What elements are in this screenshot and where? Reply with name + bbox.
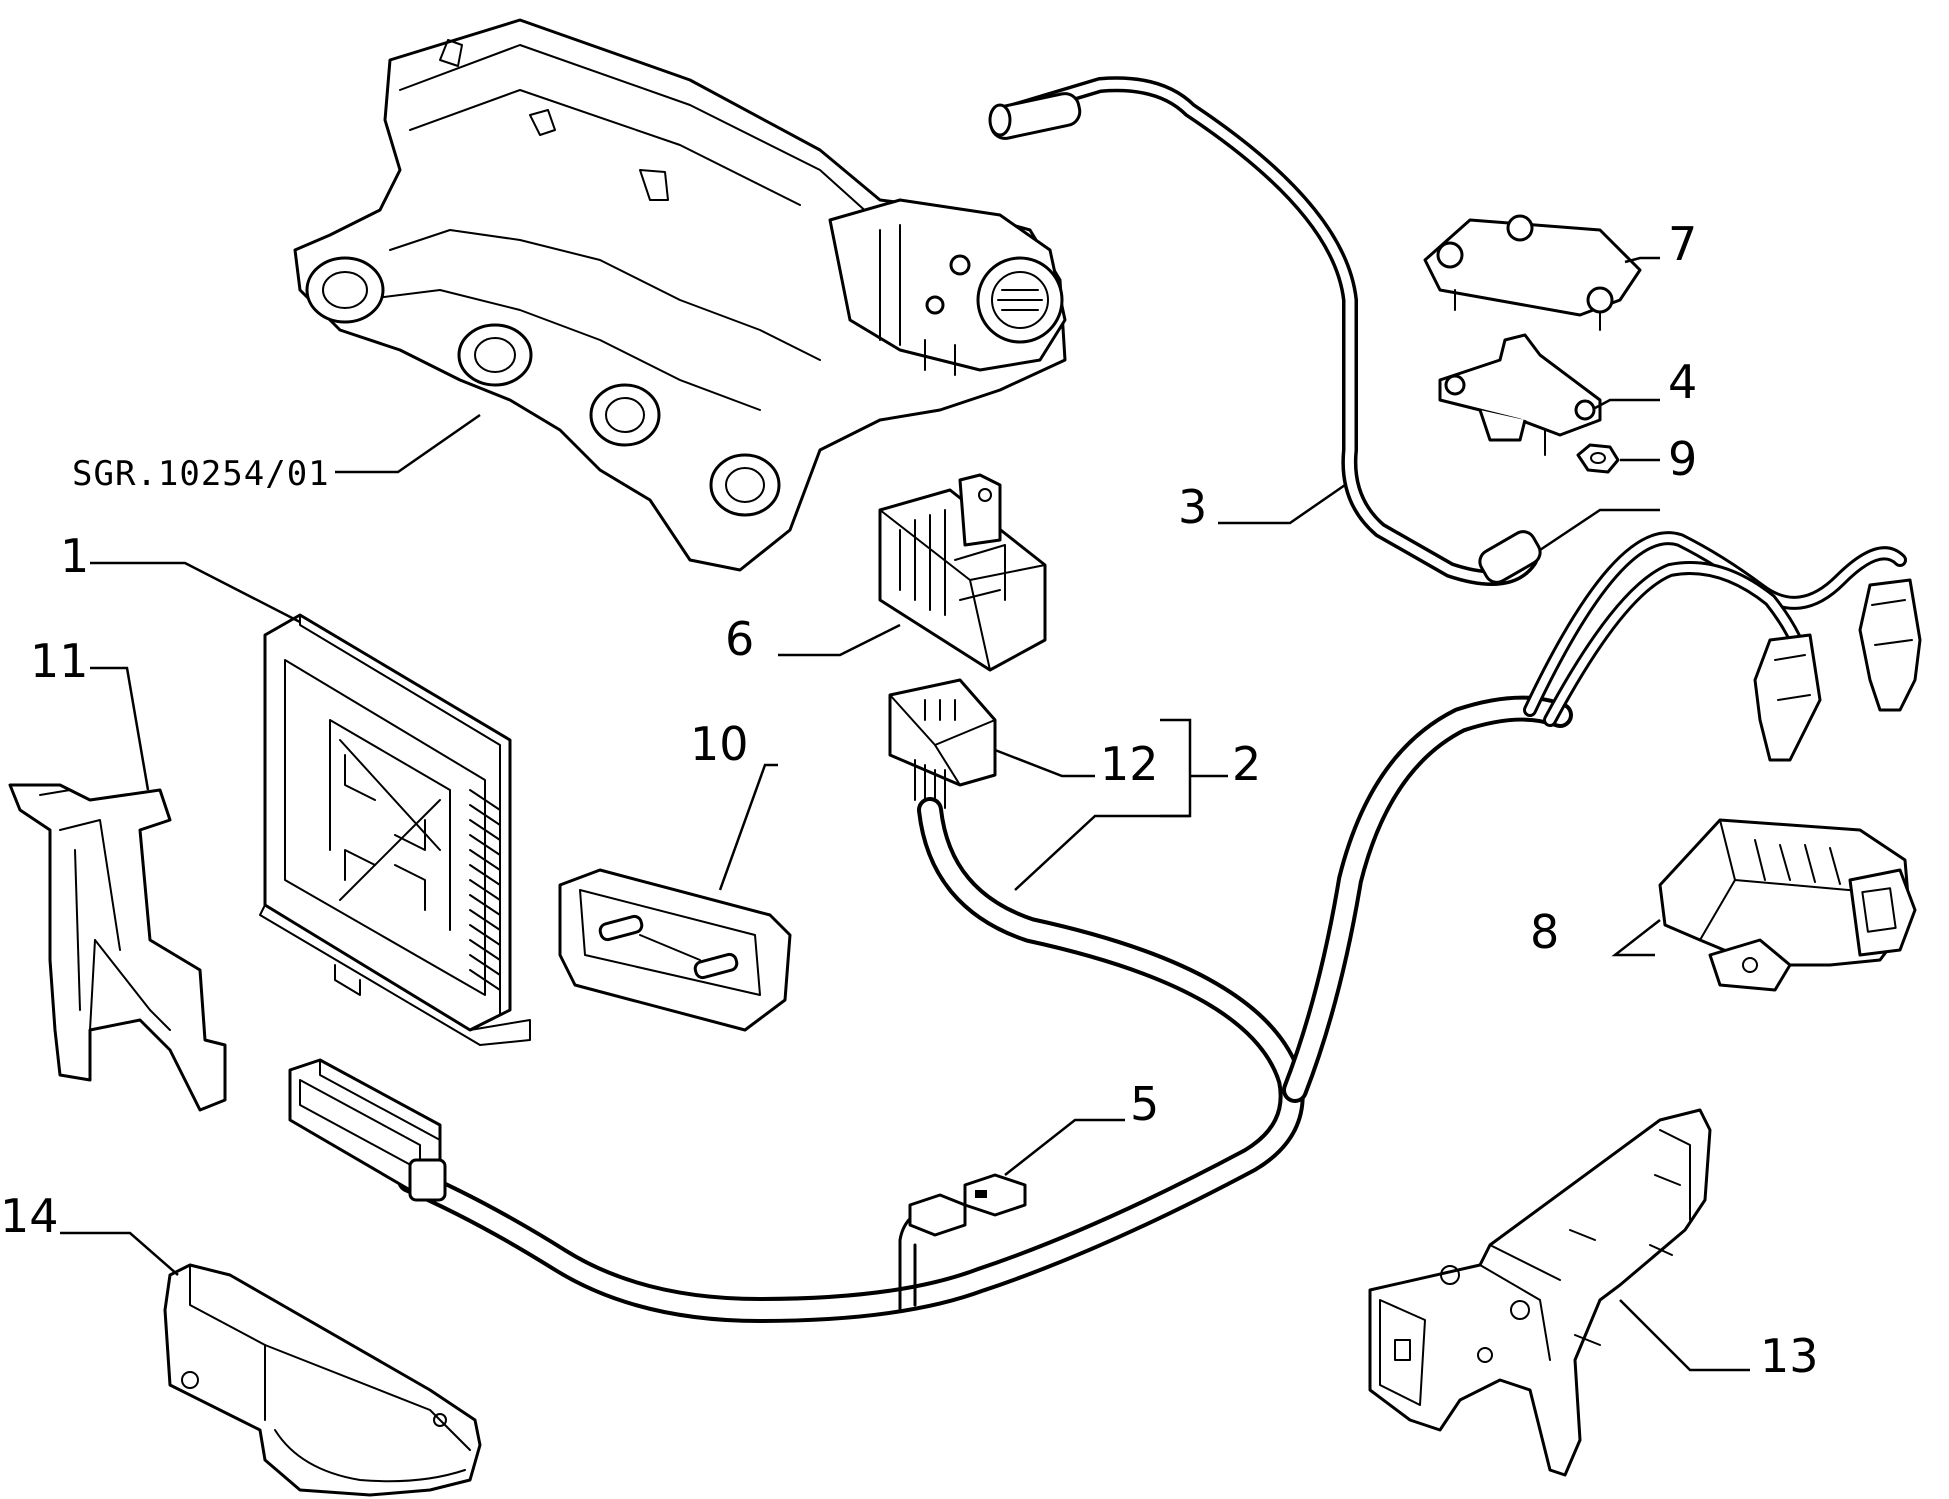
part-label-4: 4: [1668, 355, 1697, 409]
pressure-sensor: [1438, 333, 1602, 456]
part-label-1: 1: [60, 529, 89, 583]
nut: [1576, 443, 1620, 474]
protective-cover: [163, 1263, 482, 1497]
part-label-11: 11: [30, 634, 89, 688]
ecu-harness-connector: [288, 1058, 447, 1202]
part-label-5: 5: [1130, 1077, 1159, 1131]
leader-lines: [60, 256, 1750, 1372]
inline-connector: [908, 1173, 1027, 1237]
relay: [878, 473, 1047, 672]
part-label-9: 9: [1668, 432, 1697, 486]
connector: [888, 678, 997, 809]
part-label-14: 14: [0, 1189, 59, 1243]
part-label-13: 13: [1760, 1329, 1819, 1383]
connector-cover: [558, 868, 792, 1032]
vacuum-hose: [988, 76, 1542, 586]
component-mounting-bracket: [1368, 1108, 1712, 1477]
part-label-6: 6: [725, 612, 754, 666]
sensor-bracket-plate: [1423, 214, 1642, 331]
intake-manifold: [293, 18, 1067, 572]
part-labels: SGR.10254/01 1 11 3 7 4 9 6 10 12 2 5 8 …: [0, 217, 1819, 1383]
drawing-reference: SGR.10254/01: [72, 454, 330, 494]
sensor-plugs: [1753, 578, 1922, 762]
ecu-mounting-bracket: [8, 783, 227, 1112]
part-label-10: 10: [690, 717, 749, 771]
part-label-12: 12: [1100, 737, 1159, 791]
part-label-8: 8: [1530, 905, 1559, 959]
part-label-7: 7: [1668, 217, 1697, 271]
ecu: [259, 613, 531, 1046]
ignition-module: [1658, 818, 1917, 992]
wiring-harness: [397, 531, 1907, 1324]
part-label-2: 2: [1232, 737, 1261, 791]
part-label-3: 3: [1178, 480, 1207, 534]
